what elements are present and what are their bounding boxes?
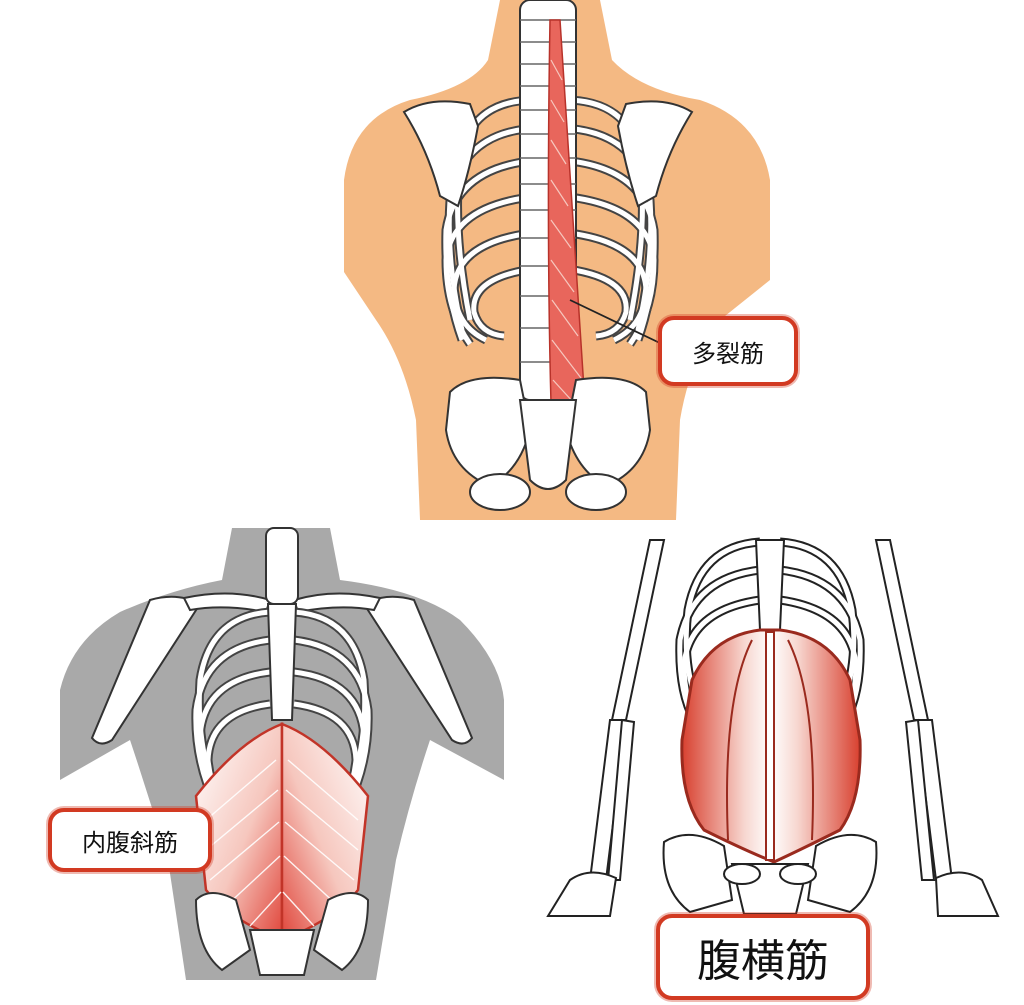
transversus-abdominis-label-text: 腹横筋 xyxy=(697,936,829,987)
lineart-pelvis xyxy=(662,833,878,915)
transversus-inner-left xyxy=(726,639,753,841)
back-scapula-right xyxy=(616,100,694,208)
back-view-panel xyxy=(344,0,770,520)
internal-oblique-label-text: 内腹斜筋 xyxy=(82,828,178,857)
front-grey-sternum xyxy=(266,603,298,721)
lineart-sternum xyxy=(754,539,786,631)
transversus-abdominis-label: 腹横筋 xyxy=(656,914,870,1000)
back-pelvis xyxy=(444,376,652,511)
transversus-inner-right xyxy=(787,639,814,841)
multifidus-label: 多裂筋 xyxy=(658,316,798,386)
front-grey-panel xyxy=(60,527,504,980)
front-grey-neck xyxy=(265,527,299,605)
back-scapula-left xyxy=(402,100,480,208)
internal-oblique-label: 内腹斜筋 xyxy=(48,808,212,872)
front-grey-pelvis xyxy=(194,892,370,976)
multifidus-leader-line xyxy=(569,299,663,345)
transversus-linea-alba xyxy=(765,631,775,861)
lineart-arms xyxy=(546,539,1000,917)
multifidus-label-text: 多裂筋 xyxy=(692,339,764,368)
front-arm-bones xyxy=(90,592,474,745)
front-lineart-panel xyxy=(546,537,1000,917)
back-ribcage xyxy=(441,95,659,347)
